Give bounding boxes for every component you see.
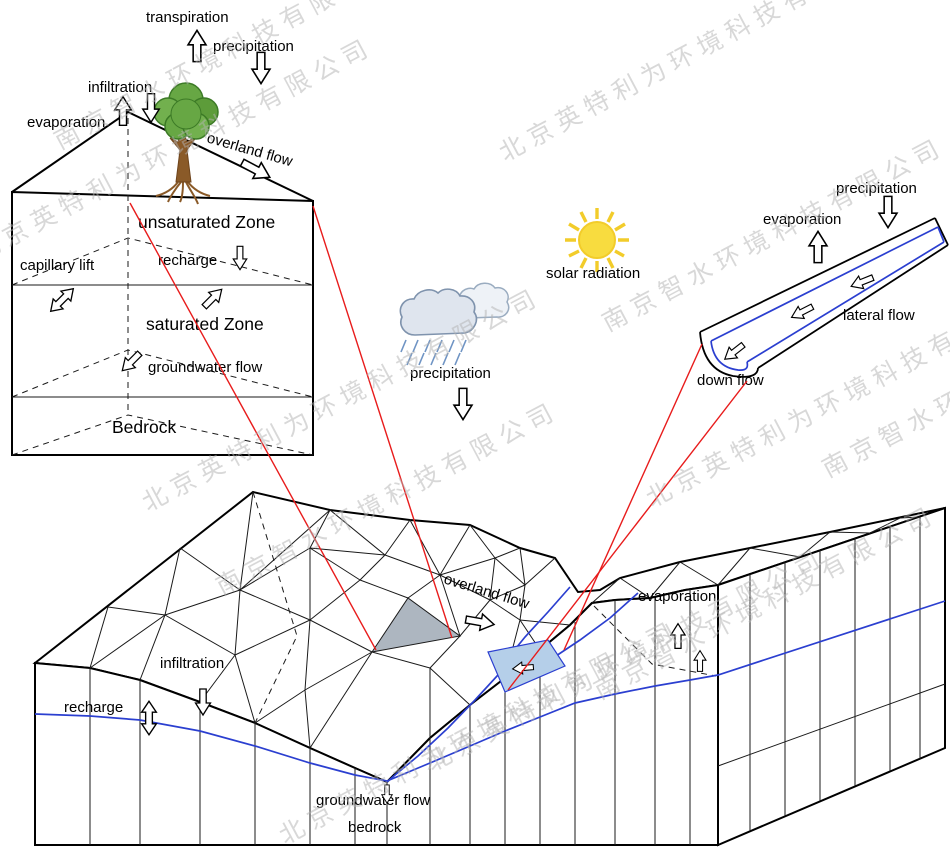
solar-radiation-label: solar radiation — [546, 265, 640, 282]
channel-precipitation-arrow-icon — [878, 195, 898, 229]
rain-streaks — [400, 339, 467, 366]
soil-recharge-label: recharge — [158, 252, 217, 269]
lateral-flow-label: lateral flow — [843, 307, 915, 324]
channel-detail: precipitation evaporation lateral flow d… — [697, 180, 949, 389]
soil-precipitation-label: precipitation — [213, 38, 294, 55]
capillary-lift-label: capillary lift — [20, 257, 95, 274]
connector-line — [129, 202, 377, 651]
right-face-columns — [717, 517, 946, 831]
connector-line — [312, 205, 453, 639]
terrain-groundwater-flow-label: groundwater flow — [316, 792, 430, 809]
hidden-valley-line — [593, 605, 717, 677]
soil-groundwater-flow-label: groundwater flow — [148, 359, 262, 376]
soil-transpiration-label: transpiration — [146, 9, 229, 26]
soil-bedrock-label: Bedrock — [112, 417, 176, 437]
tree-icon — [153, 82, 219, 205]
detail-connector-lines — [129, 202, 748, 691]
soil-layer-lines — [12, 284, 313, 398]
terrain-recharge-label: recharge — [64, 699, 123, 716]
terrain-block — [32, 490, 946, 847]
unsaturated-zone-label: unsaturated Zone — [138, 212, 275, 232]
precipitation-down-arrow-icon — [251, 51, 271, 85]
watermark-text: 北京英特利为环境科技有限公司 — [495, 0, 904, 167]
channel-flow-arrow-icon — [787, 300, 817, 324]
channel-water-lines — [710, 226, 945, 371]
water-table-line — [34, 600, 946, 782]
connector-line — [563, 343, 703, 651]
channel-evaporation-arrow-icon — [808, 230, 828, 264]
channel-body — [699, 217, 949, 378]
soil-hidden-edges — [11, 118, 314, 456]
lateral-flow-arrow-icon — [848, 270, 876, 294]
down-flow-label: down flow — [697, 372, 764, 389]
highlighted-mesh-cell — [370, 597, 462, 653]
precipitation-down-arrow-icon — [453, 387, 473, 421]
precipitation-label: precipitation — [410, 365, 491, 382]
hidden-ridge-line — [252, 491, 298, 724]
channel-evaporation-label: evaporation — [763, 211, 841, 228]
soil-infiltration-label: infiltration — [88, 79, 152, 96]
front-face-columns — [89, 589, 691, 845]
soil-evaporation-label: evaporation — [27, 114, 105, 131]
terrain-infiltration-label: infiltration — [160, 655, 224, 672]
terrain-right-face — [717, 506, 946, 847]
stream-main — [386, 586, 571, 783]
terrain-bedrock-label: bedrock — [348, 819, 402, 836]
connector-line — [507, 380, 748, 691]
channel-precipitation-label: precipitation — [836, 180, 917, 197]
saturated-zone-label: saturated Zone — [146, 314, 264, 334]
sun-icon — [565, 208, 629, 272]
rain-cloud-icon — [399, 282, 510, 366]
atmosphere-group: precipitation solar radiation — [399, 208, 640, 421]
terrain-evaporation-label: evaporation — [638, 588, 716, 605]
tin-mesh — [89, 491, 921, 749]
down-flow-arrow-icon — [720, 338, 748, 366]
